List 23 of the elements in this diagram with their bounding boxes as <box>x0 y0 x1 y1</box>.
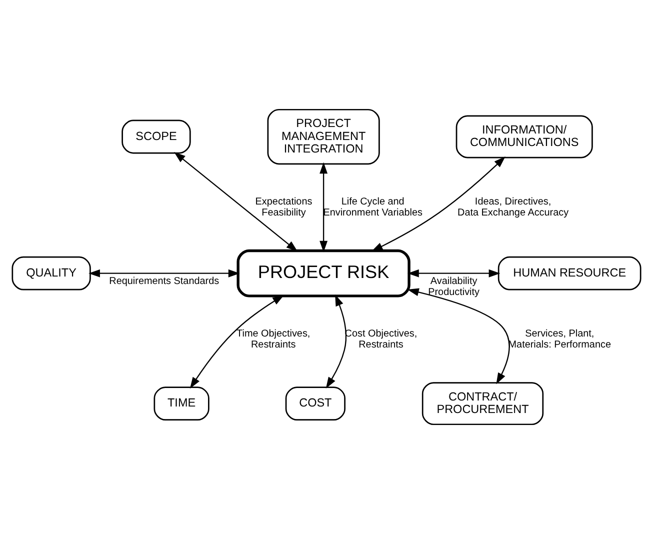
arrow <box>320 162 328 252</box>
node-box: TIME <box>154 386 210 421</box>
node-box: COST <box>285 386 346 421</box>
edge-label: Expectations Feasibility <box>255 196 312 218</box>
arrow <box>326 294 347 389</box>
edge-label: Ideas, Directives, Data Exchange Accuracy <box>458 196 569 218</box>
arrow <box>174 152 298 252</box>
arrow <box>88 269 240 278</box>
node-box: HUMAN RESOURCE <box>498 256 642 290</box>
node-box: SCOPE <box>122 120 191 154</box>
edge-label: Availability Productivity <box>428 276 480 298</box>
edge-label: Life Cycle and Environment Variables <box>323 196 422 218</box>
arrow <box>407 269 500 278</box>
arrow <box>371 156 506 252</box>
arrow <box>190 295 284 389</box>
node-box: PROJECT MANAGEMENT INTEGRATION <box>267 108 380 165</box>
edge-label: Requirements Standards <box>109 276 220 288</box>
node-box: INFORMATION/ COMMUNICATIONS <box>456 115 593 158</box>
edge-label: Time Objectives, Restraints <box>236 328 310 350</box>
arrow <box>407 288 510 384</box>
node-box: PROJECT RISK <box>236 249 410 298</box>
node-box: CONTRACT/ PROCUREMENT <box>422 382 544 426</box>
node-box: QUALITY <box>12 256 91 290</box>
